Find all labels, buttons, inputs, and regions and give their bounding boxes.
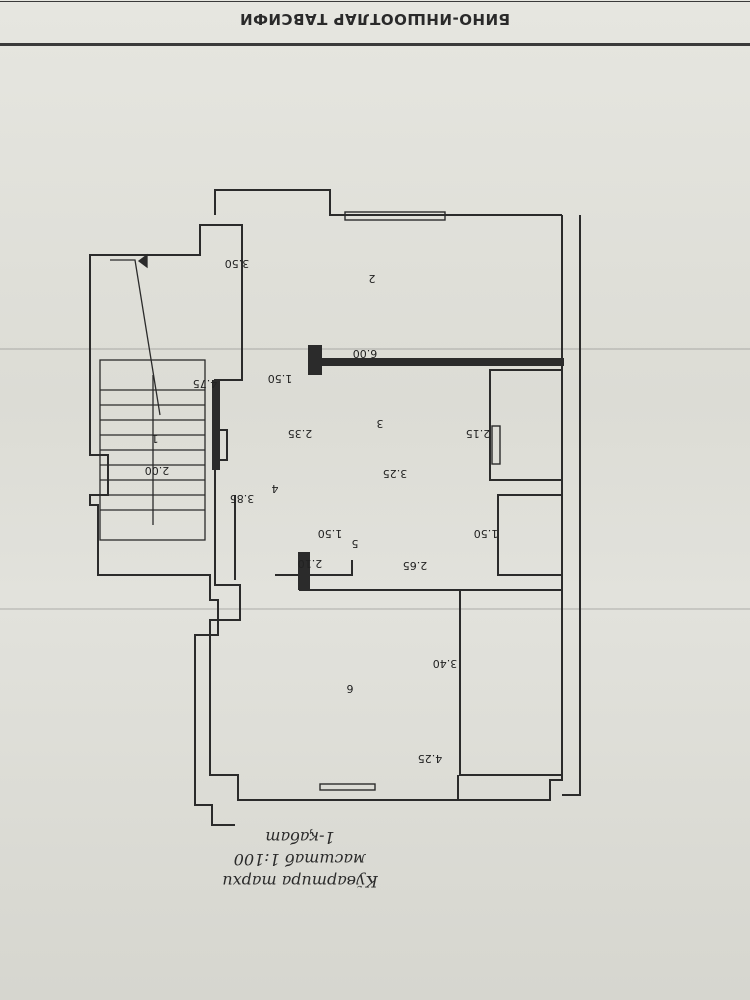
dimension-label: 3.25 (383, 467, 408, 480)
room-number: 4 (272, 482, 279, 495)
room-number: 2 (369, 272, 376, 285)
dimension-label: 3.85 (230, 492, 255, 505)
wall-lines (89, 189, 581, 826)
dimension-label: 3.50 (225, 257, 250, 270)
room-number: 3 (377, 417, 384, 430)
windows (319, 211, 501, 791)
dimension-label: 4.75 (193, 377, 218, 390)
dimension-label: 2.35 (288, 427, 313, 440)
dimension-label: 2.65 (403, 559, 428, 572)
dimension-label: 6.00 (353, 347, 378, 360)
dimension-label: 1.50 (318, 527, 343, 540)
dimension-label: 3.40 (433, 657, 458, 670)
staircase (99, 253, 206, 541)
dimension-label: 2.15 (466, 427, 491, 440)
room-number: 6 (347, 682, 354, 695)
room-number: 1 (152, 432, 159, 445)
room-number: 5 (352, 537, 359, 550)
dimension-label: 1.50 (474, 527, 499, 540)
wall-fill (212, 345, 564, 590)
dimension-label: 1.50 (268, 372, 293, 385)
dimension-label: 4.25 (418, 752, 443, 765)
dimension-label: 2.10 (298, 557, 323, 570)
dimension-label: 2.00 (145, 464, 170, 477)
